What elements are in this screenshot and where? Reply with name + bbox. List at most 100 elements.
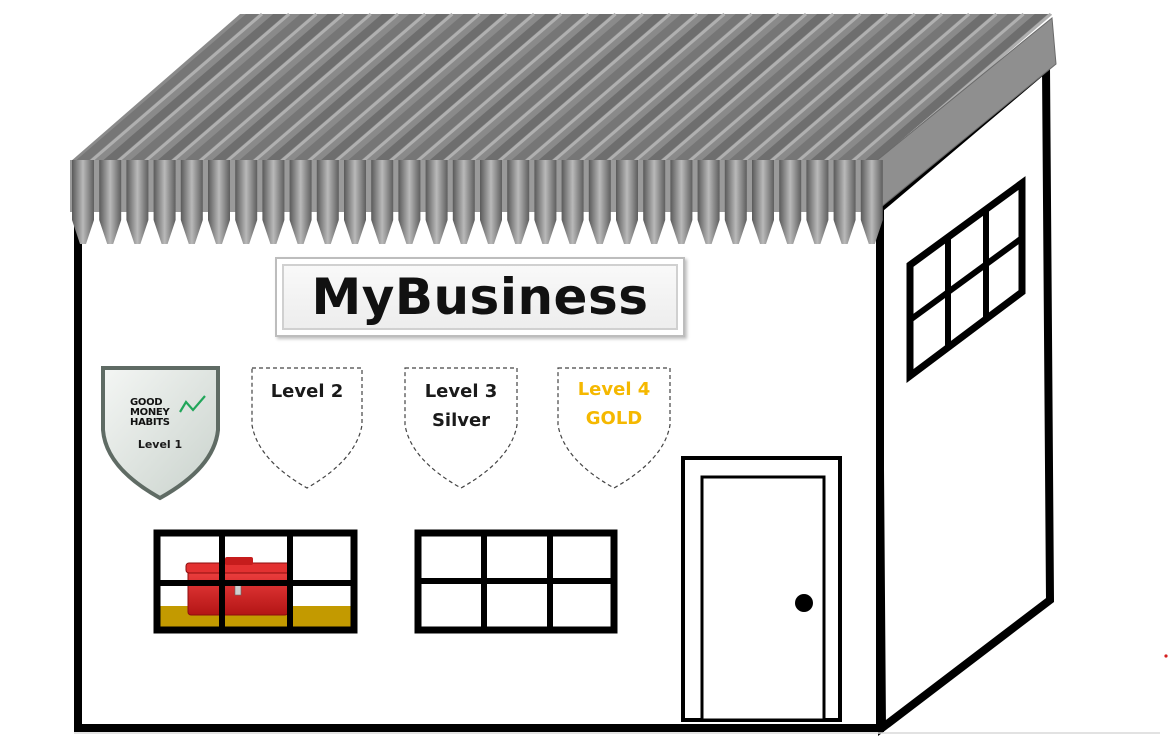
roof-ridge — [452, 160, 475, 244]
roof-ridge — [643, 160, 666, 244]
roof-fascia — [72, 160, 883, 244]
brand-line-2: MONEY — [130, 407, 170, 418]
roof-slat — [454, 14, 640, 162]
good-money-habits-logo: GOOD MONEY HABITS — [130, 398, 200, 428]
level4-badge: Level 4 GOLD — [554, 375, 674, 433]
roof-ridge — [860, 160, 883, 244]
roof-ridge — [752, 160, 774, 244]
roof-highlight — [170, 12, 345, 164]
roof-slat — [672, 14, 858, 162]
roof-ridge — [180, 160, 203, 244]
roof-highlight — [605, 12, 780, 164]
roof-slat — [645, 14, 831, 162]
roof-ridge — [344, 160, 366, 244]
door-knob — [795, 594, 813, 612]
roof-slat — [618, 14, 803, 162]
roof-highlight — [333, 12, 508, 164]
roof-slat — [318, 14, 504, 162]
roof-slat — [237, 14, 423, 162]
level3-badge: Level 3 Silver — [401, 377, 521, 435]
level4-label: Level 4 — [577, 379, 651, 400]
roof-highlight — [741, 12, 916, 164]
roof-slat — [210, 14, 395, 162]
roof-highlight — [279, 12, 454, 164]
roof-ridge — [724, 160, 747, 244]
roof-ridge — [561, 160, 584, 244]
roof-highlight — [415, 12, 590, 164]
roof-highlight — [116, 12, 291, 164]
roof-ridge — [833, 160, 856, 244]
roof-icon — [74, 12, 1052, 164]
roof-slat — [699, 14, 885, 162]
roof-slat — [291, 14, 477, 162]
level4-tier: GOLD — [585, 408, 643, 429]
roof-ridge — [72, 160, 94, 244]
roof-ridge — [316, 160, 339, 244]
roof-slat — [182, 14, 368, 162]
roof-ridge — [507, 160, 530, 244]
roof-slat — [128, 14, 314, 162]
roof-highlight — [524, 12, 699, 164]
roof-ridge — [208, 160, 230, 244]
roof-highlight — [442, 12, 617, 164]
roof-highlight — [551, 12, 726, 164]
door-icon — [681, 456, 842, 722]
level4-shield-icon — [557, 367, 671, 489]
roof-highlight — [714, 12, 889, 164]
roof-ridge — [588, 160, 611, 244]
roof-highlight — [578, 12, 753, 164]
side-window — [906, 176, 1026, 383]
display-window — [153, 529, 358, 634]
roof-slat — [427, 14, 613, 162]
roof-ridge — [371, 160, 394, 244]
roof-slat — [862, 14, 1048, 162]
roof-slat — [536, 14, 722, 162]
roof-ridge — [697, 160, 720, 244]
growth-arrow-icon — [179, 395, 206, 413]
roof-highlight — [388, 12, 563, 164]
roof-highlight — [197, 12, 372, 164]
roof-highlight — [252, 12, 427, 164]
roof-highlight — [469, 12, 644, 164]
roof-ridge — [235, 160, 258, 244]
roof-slat — [808, 14, 994, 162]
roof-slat — [400, 14, 586, 162]
roof-ridge — [616, 160, 638, 244]
roof-highlight — [769, 12, 943, 164]
roof-ridge — [670, 160, 693, 244]
level2-shield-icon — [251, 367, 363, 489]
roof-ridge — [779, 160, 802, 244]
roof-slat — [590, 14, 776, 162]
roof-ridge — [425, 160, 448, 244]
red-dot — [1164, 654, 1168, 658]
roof-highlight — [850, 12, 1025, 164]
business-sign: MyBusiness — [275, 257, 685, 337]
roof-slat — [563, 14, 749, 162]
roof-highlight — [687, 12, 862, 164]
roof-highlight — [796, 12, 971, 164]
roof-slat — [155, 14, 341, 162]
roof-slat — [264, 14, 450, 162]
roof-slat — [482, 14, 667, 162]
roof-slat — [754, 14, 939, 162]
roof-ridge — [153, 160, 176, 244]
roof-ridge — [99, 160, 122, 244]
roof-slat — [346, 14, 531, 162]
roof-slat — [101, 14, 287, 162]
roof-highlight — [225, 12, 399, 164]
roof-slat — [74, 14, 259, 162]
roof-slat — [373, 14, 559, 162]
roof-ridge — [289, 160, 312, 244]
roof-highlight — [660, 12, 835, 164]
level2-badge: Level 2 — [247, 377, 367, 406]
level3-tier: Silver — [431, 410, 491, 431]
level1-shield-icon — [101, 366, 220, 501]
roof-highlight — [306, 12, 481, 164]
roof-slat — [781, 14, 967, 162]
roof-highlight — [633, 12, 807, 164]
brand-line-1: GOOD — [130, 397, 163, 408]
roof-ridge — [534, 160, 557, 244]
roof-ridge — [480, 160, 502, 244]
roof-ridge — [398, 160, 421, 244]
